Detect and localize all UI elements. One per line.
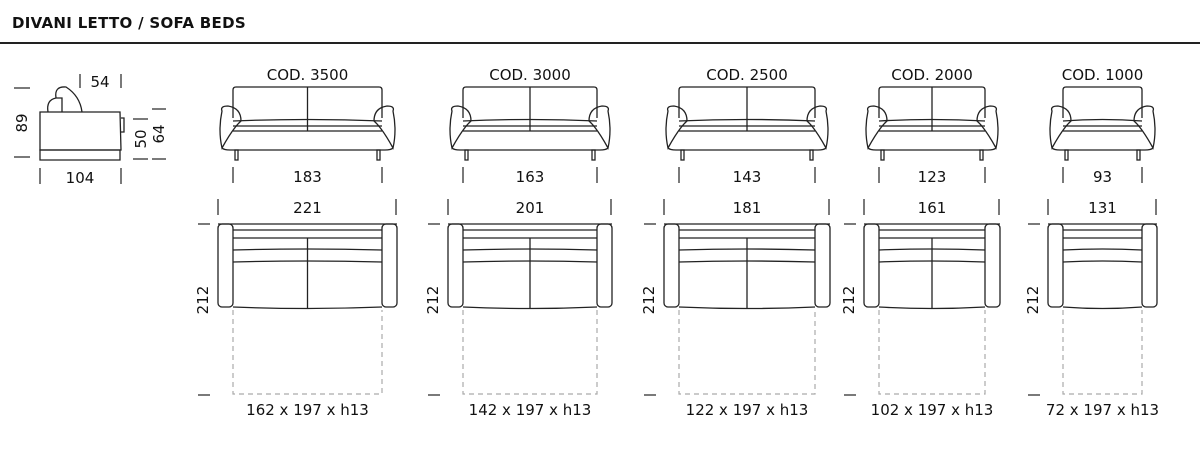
total-width-label: 201 xyxy=(516,199,545,217)
total-width-label: 221 xyxy=(293,199,322,217)
depth-label: 212 xyxy=(424,286,442,315)
top-view xyxy=(1047,223,1158,395)
front-view xyxy=(665,86,829,161)
front-view xyxy=(219,86,396,161)
top-view xyxy=(217,223,398,395)
bed-size-label: 162 x 197 x h13 xyxy=(246,401,369,419)
bed-size-label: 102 x 197 x h13 xyxy=(871,401,994,419)
top-view xyxy=(863,223,1001,395)
sofa-model-2: COD. 3000 163 201 212 142 x 197 x h13 xyxy=(424,66,613,419)
seat-width-label: 123 xyxy=(918,168,947,186)
top-view xyxy=(447,223,613,395)
bed-size-label: 142 x 197 x h13 xyxy=(469,401,592,419)
bed-outline xyxy=(1062,310,1143,395)
side-arm-height-label: 64 xyxy=(150,124,168,143)
model-code-label: COD. 2000 xyxy=(891,66,973,84)
model-code-label: COD. 2500 xyxy=(706,66,788,84)
sofa-model-1: COD. 3500 183 221 212 162 x 197 x h13 xyxy=(194,66,398,419)
model-code-label: COD. 1000 xyxy=(1062,66,1144,84)
side-pillow xyxy=(55,86,83,113)
top-view xyxy=(663,223,831,395)
depth-label: 212 xyxy=(194,286,212,315)
total-width-label: 181 xyxy=(733,199,762,217)
seat-width-label: 183 xyxy=(293,168,322,186)
side-arm xyxy=(121,117,125,133)
model-code-label: COD. 3500 xyxy=(267,66,349,84)
sofa-model-4: COD. 2000 123 161 212 102 x 197 x h13 xyxy=(840,66,1001,419)
front-view xyxy=(865,86,999,161)
bed-outline xyxy=(462,310,598,395)
total-width-label: 131 xyxy=(1088,199,1117,217)
title-divider xyxy=(0,42,1200,44)
sofa-model-5: COD. 1000 93 131 212 72 x 197 x h13 xyxy=(1024,66,1159,419)
side-height-label: 89 xyxy=(13,113,31,132)
depth-label: 212 xyxy=(640,286,658,315)
sofa-model-3: COD. 2500 143 181 212 122 x 197 x h13 xyxy=(640,66,831,419)
seat-width-label: 93 xyxy=(1093,168,1112,186)
bed-outline xyxy=(232,310,383,395)
model-code-label: COD. 3000 xyxy=(489,66,571,84)
side-depth-label: 104 xyxy=(66,169,95,187)
side-seat-height-label: 50 xyxy=(132,129,150,148)
bed-size-label: 72 x 197 x h13 xyxy=(1046,401,1159,419)
seat-width-label: 163 xyxy=(516,168,545,186)
side-view: 54 89 104 50 64 xyxy=(13,73,168,187)
side-body xyxy=(39,111,122,151)
side-base xyxy=(39,149,121,161)
seat-width-label: 143 xyxy=(733,168,762,186)
bed-outline xyxy=(678,310,816,395)
page-title: DIVANI LETTO / SOFA BEDS xyxy=(12,14,246,32)
front-view xyxy=(449,86,611,161)
side-seat-depth-label: 54 xyxy=(90,73,109,91)
depth-label: 212 xyxy=(840,286,858,315)
front-view xyxy=(1049,86,1156,161)
bed-size-label: 122 x 197 x h13 xyxy=(686,401,809,419)
total-width-label: 161 xyxy=(918,199,947,217)
side-backrest xyxy=(47,97,63,113)
depth-label: 212 xyxy=(1024,286,1042,315)
bed-outline xyxy=(878,310,986,395)
